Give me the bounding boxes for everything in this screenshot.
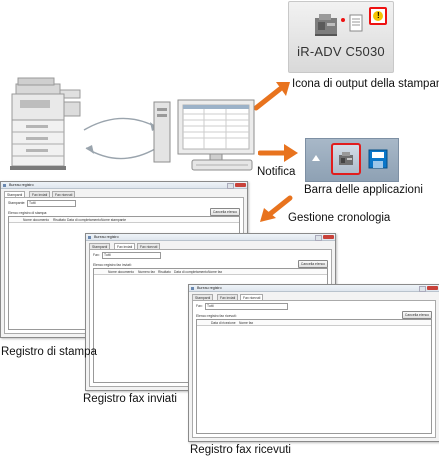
- warning-icon: !: [369, 7, 387, 25]
- printer-model-name: iR-ADV C5030: [297, 44, 385, 59]
- window-title: Bureau registro: [94, 235, 119, 239]
- column-document-name[interactable]: Nome documento: [108, 269, 135, 274]
- save-tray-icon[interactable]: [368, 149, 388, 169]
- column-printer-name[interactable]: Nome stampante: [101, 217, 127, 222]
- minimize-button[interactable]: [315, 234, 322, 241]
- close-button[interactable]: [427, 285, 438, 290]
- column-completion-date[interactable]: Data di completamento: [174, 269, 208, 274]
- arrow-up-right-icon: [253, 82, 290, 111]
- window-title: Bureau registro: [9, 183, 34, 187]
- column-fax-name[interactable]: Nome fax: [208, 269, 223, 274]
- tab-fax-received[interactable]: Fax ricevuti: [137, 243, 161, 250]
- fax-received-list-header: Data di ricezione Nome fax: [197, 320, 431, 326]
- fax-select-label: Fax:: [196, 304, 203, 308]
- print-log-label: Registro di stampa: [1, 346, 97, 358]
- multifunction-printer-illustration: [10, 77, 81, 170]
- status-dot: [341, 18, 345, 22]
- column-completion-date[interactable]: Data di completamento: [67, 217, 101, 222]
- tab-printers[interactable]: Stampanti: [89, 243, 111, 250]
- tab-fax-received[interactable]: Fax ricevuti: [240, 294, 264, 302]
- clear-fax-received-log-button[interactable]: Cancella elenco: [402, 311, 432, 319]
- taskbar: [305, 138, 399, 182]
- tab-printers[interactable]: Stampanti: [4, 191, 26, 199]
- fax-sent-list-label: Elenco registro fax inviati:: [93, 263, 132, 267]
- app-icon: [191, 286, 194, 290]
- print-log-list-label: Elenco registro di stampa:: [8, 211, 48, 215]
- taskbar-label: Barra delle applicazioni: [304, 184, 423, 196]
- print-log-list-header: Nome documento Risultato Data di complet…: [9, 217, 239, 223]
- window-titlebar: Bureau registro: [86, 234, 335, 241]
- minimize-button[interactable]: [419, 285, 426, 292]
- fax-select-label: Fax:: [93, 253, 100, 257]
- minimize-button[interactable]: [227, 182, 234, 189]
- printer-output-icon: ! iR-ADV C5030: [288, 1, 394, 73]
- fax-received-list-label: Elenco registro fax ricevuti:: [196, 314, 237, 318]
- tab-fax-received[interactable]: Fax ricevuti: [52, 191, 76, 198]
- history-management-label: Gestione cronologia: [288, 212, 391, 224]
- tray-expand-icon[interactable]: [311, 154, 321, 162]
- tab-fax-sent[interactable]: Fax inviati: [29, 191, 51, 198]
- fax-received-log-label: Registro fax ricevuti: [190, 444, 291, 456]
- log-tabs: Stampanti Fax inviati Fax ricevuti: [192, 294, 436, 302]
- app-icon: [88, 235, 91, 239]
- printer-select[interactable]: Tutti: [27, 200, 76, 207]
- column-received-date[interactable]: Data di ricezione: [211, 320, 236, 325]
- app-icon: [3, 183, 6, 187]
- column-document-name[interactable]: Nome documento: [23, 217, 50, 222]
- column-result[interactable]: Risultato: [53, 217, 66, 222]
- arrow-right-icon: [258, 144, 298, 162]
- arrow-down-left-icon: [260, 195, 293, 222]
- log-tabs: Stampanti Fax inviati Fax ricevuti: [89, 243, 332, 251]
- tab-fax-sent[interactable]: Fax inviati: [217, 294, 239, 301]
- window-titlebar: Bureau registro: [189, 285, 439, 292]
- notification-label: Notifica: [257, 166, 296, 178]
- fax-sent-list-header: Nome documento Numero fax Risultato Data…: [94, 269, 327, 275]
- tab-fax-sent[interactable]: Fax inviati: [114, 243, 136, 251]
- window-titlebar: Bureau registro: [1, 182, 247, 189]
- column-fax-number[interactable]: Numero fax: [138, 269, 156, 274]
- fax-sent-log-label: Registro fax inviati: [83, 393, 177, 405]
- window-title: Bureau registro: [197, 286, 222, 290]
- printer-tray-button[interactable]: [331, 143, 361, 175]
- fax-select[interactable]: Tutti: [102, 252, 161, 259]
- printer-tray-icon: [339, 152, 353, 165]
- fax-select[interactable]: Tutti: [205, 303, 288, 310]
- log-tabs: Stampanti Fax inviati Fax ricevuti: [4, 191, 244, 199]
- document-icon: [349, 14, 363, 32]
- fax-received-log-window: Bureau registro Stampanti Fax inviati Fa…: [188, 284, 439, 442]
- clear-fax-sent-log-button[interactable]: Cancella elenco: [298, 260, 328, 268]
- column-fax-name[interactable]: Nome fax: [239, 320, 254, 325]
- printer-icon: [315, 14, 337, 36]
- printer-output-icon-caption: Icona di output della stampante: [292, 78, 439, 90]
- tab-printers[interactable]: Stampanti: [192, 294, 214, 301]
- column-result[interactable]: Risultato: [158, 269, 171, 274]
- clear-print-log-button[interactable]: Cancella elenco: [210, 208, 240, 216]
- computer-illustration: [153, 99, 255, 171]
- fax-received-log-list[interactable]: Data di ricezione Nome fax: [196, 319, 432, 434]
- fax-received-tab-panel: Fax: Tutti Elenco registro fax ricevuti:…: [192, 300, 436, 438]
- close-button[interactable]: [323, 234, 334, 239]
- printer-select-label: Stampante:: [8, 201, 26, 205]
- close-button[interactable]: [235, 182, 246, 187]
